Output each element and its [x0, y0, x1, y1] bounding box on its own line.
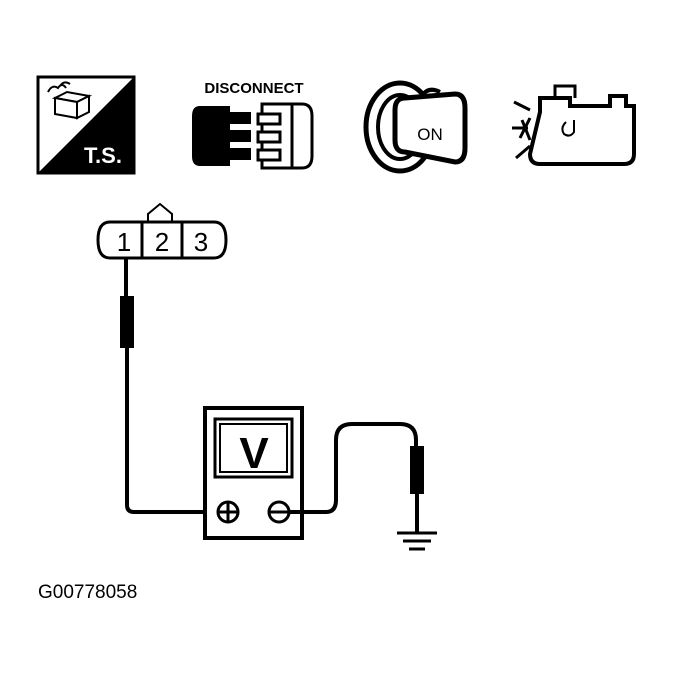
voltmeter: V [203, 406, 304, 540]
ts-label: T.S. [84, 143, 122, 168]
positive-probe-lead [120, 258, 212, 514]
negative-terminal-icon [267, 500, 291, 524]
toolbox-icon [47, 81, 93, 120]
positive-terminal-icon [216, 500, 240, 524]
connector-pin-2: 2 [155, 227, 169, 257]
connector-pin-1: 1 [117, 227, 131, 257]
disconnect-icon: DISCONNECT [192, 80, 314, 170]
connector-123: 1 2 3 [96, 202, 228, 260]
troubleshooting-icon: T.S. [36, 75, 136, 175]
figure-id: G00778058 [38, 582, 137, 603]
ignition-on-label: ON [417, 125, 443, 144]
engine-icon [512, 84, 636, 166]
ground-icon [397, 531, 437, 551]
disconnect-label: DISCONNECT [204, 80, 303, 97]
negative-probe-lead [289, 422, 424, 532]
voltmeter-symbol: V [239, 429, 269, 478]
connector-pin-3: 3 [194, 227, 208, 257]
ignition-on-icon: ON [363, 80, 468, 174]
